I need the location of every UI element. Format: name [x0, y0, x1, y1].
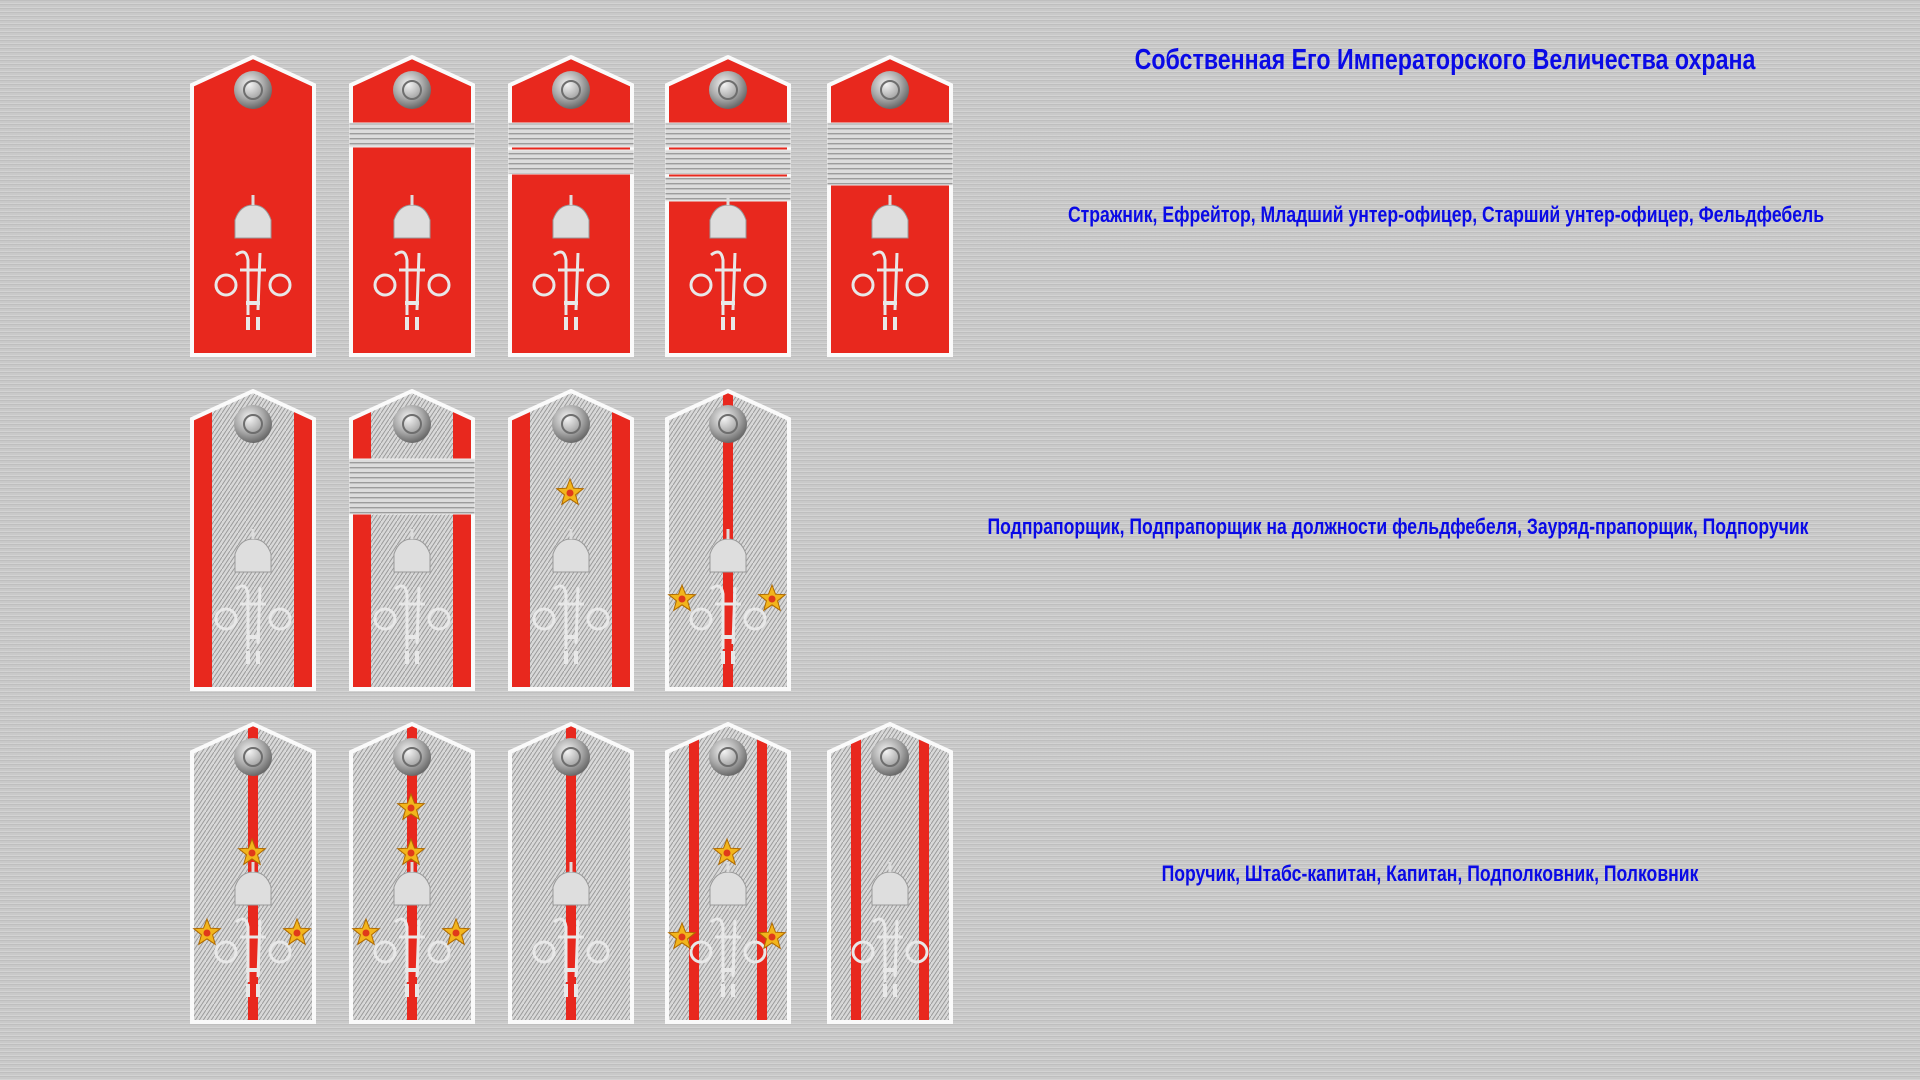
- shoulder-strap: [826, 54, 954, 357]
- button-icon: [393, 405, 431, 443]
- shoulder-strap: [190, 388, 316, 691]
- red-stripe: [919, 724, 929, 1022]
- shoulder-strap: [190, 721, 316, 1024]
- red-stripe: [851, 724, 861, 1022]
- red-stripe: [757, 724, 767, 1022]
- crown-monogram-icon: [689, 195, 767, 330]
- button-icon: [552, 405, 590, 443]
- rank-stripe: [664, 176, 792, 202]
- crown-monogram-icon: [689, 529, 767, 664]
- rank-stripe: [826, 122, 954, 186]
- button-icon: [552, 71, 590, 109]
- button-icon: [393, 738, 431, 776]
- crown-monogram-icon: [532, 195, 610, 330]
- crown-monogram-icon: [532, 862, 610, 997]
- red-stripe: [689, 724, 699, 1022]
- shoulder-strap: [508, 721, 634, 1024]
- button-icon: [709, 405, 747, 443]
- crown-monogram-icon: [214, 862, 292, 997]
- crown-monogram-icon: [851, 195, 929, 330]
- crown-monogram-icon: [373, 862, 451, 997]
- button-icon: [709, 71, 747, 109]
- button-icon: [871, 738, 909, 776]
- shoulder-strap: [190, 54, 316, 357]
- shoulder-strap: [348, 388, 476, 691]
- shoulder-strap: [664, 54, 792, 357]
- shoulder-strap: [827, 721, 953, 1024]
- crown-monogram-icon: [214, 195, 292, 330]
- rank-stripe: [348, 458, 476, 515]
- crown-monogram-icon: [373, 529, 451, 664]
- shoulder-strap: [665, 388, 791, 691]
- button-icon: [234, 405, 272, 443]
- rank-stripe: [507, 122, 635, 148]
- crown-monogram-icon: [689, 862, 767, 997]
- crown-monogram-icon: [214, 529, 292, 664]
- crown-monogram-icon: [532, 529, 610, 664]
- row-caption-junior-officers: Подпрапорщик, Подпрапорщик на должности …: [987, 514, 1809, 539]
- crown-monogram-icon: [373, 195, 451, 330]
- button-icon: [393, 71, 431, 109]
- button-icon: [234, 71, 272, 109]
- crown-monogram-icon: [851, 862, 929, 997]
- rank-stripe: [664, 122, 792, 148]
- shoulder-strap: [349, 721, 475, 1024]
- button-icon: [871, 71, 909, 109]
- row-caption-enlisted: Стражник, Ефрейтор, Младший унтер-офицер…: [1067, 202, 1825, 227]
- shoulder-strap: [508, 388, 634, 691]
- shoulder-strap: [348, 54, 476, 357]
- rank-stripe: [664, 149, 792, 175]
- row-caption-officers: Поручик, Штабс-капитан, Капитан, Подполк…: [1161, 861, 1699, 886]
- shoulder-strap: [507, 54, 635, 357]
- button-icon: [234, 738, 272, 776]
- rank-stripe: [348, 122, 476, 148]
- shoulder-strap: [665, 721, 791, 1024]
- page-title: Собственная Его Императорского Величеств…: [1134, 44, 1756, 76]
- rank-stripe: [507, 149, 635, 175]
- button-icon: [552, 738, 590, 776]
- button-icon: [709, 738, 747, 776]
